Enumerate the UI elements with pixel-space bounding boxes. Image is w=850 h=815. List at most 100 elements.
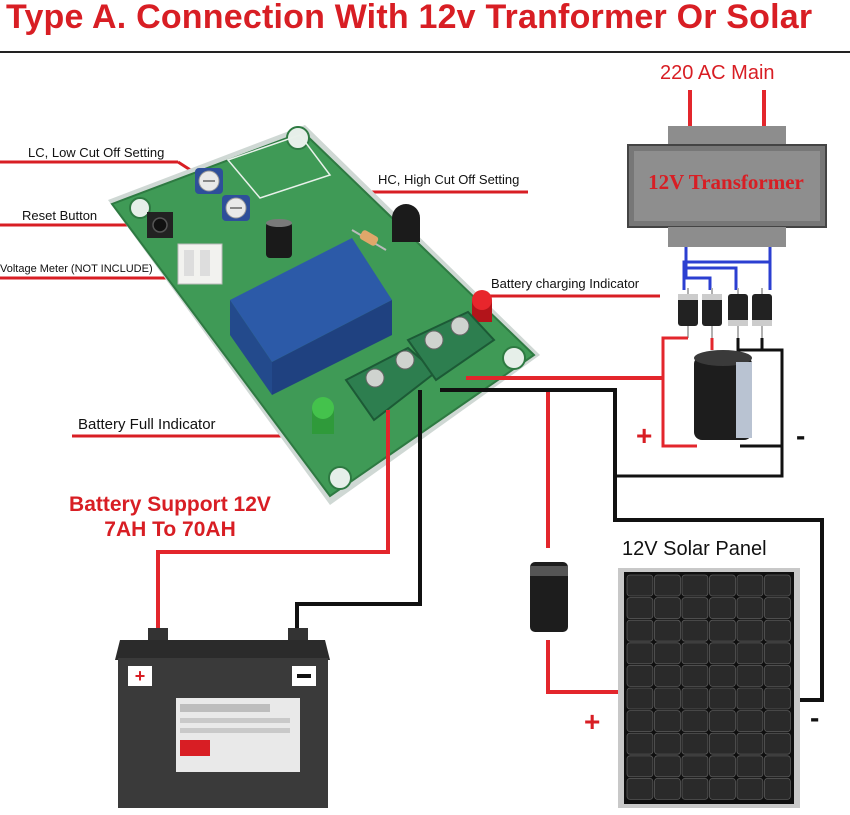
solar-cell: [709, 687, 736, 710]
solar-cell: [709, 710, 736, 732]
solar-diode-icon: [530, 562, 568, 632]
solar-cell: [764, 665, 791, 687]
diode-bridge: [678, 288, 772, 338]
solar-cell: [626, 665, 654, 687]
svg-text:+: +: [135, 666, 146, 686]
ac-main-label: 220 AC Main: [660, 62, 775, 84]
charging-indicator-label: Battery charging Indicator: [491, 276, 640, 291]
solar-cell: [764, 619, 791, 642]
solar-cell: [626, 732, 654, 755]
solar-cell: [654, 755, 681, 778]
solar-cell: [654, 710, 681, 732]
solar-cell: [736, 574, 764, 597]
capacitor-icon: [694, 350, 752, 440]
solar-cell: [626, 755, 654, 778]
solar-cell: [681, 687, 709, 710]
solar-cell: [736, 778, 764, 800]
solar-cell: [654, 665, 681, 687]
solar-panel-icon: [618, 568, 800, 808]
solar-cell: [709, 732, 736, 755]
solar-cell: [736, 732, 764, 755]
transformer-icon: [627, 90, 827, 247]
battery-support-text: Battery Support 12V 7AH To 70AH: [40, 492, 300, 542]
solar-cell: [736, 665, 764, 687]
solar-cell: [626, 642, 654, 665]
solar-cell: [626, 597, 654, 619]
solar-cell: [764, 574, 791, 597]
solar-cell: [764, 687, 791, 710]
solar-cell: [654, 642, 681, 665]
diode-icon: [702, 288, 722, 338]
transformer-label: 12V Transformer: [648, 170, 804, 194]
rectifier-wires: [615, 336, 784, 478]
voltage-meter-connector: [177, 243, 223, 285]
solar-cell: [654, 597, 681, 619]
transformer-secondary-wires: [682, 247, 772, 290]
small-capacitor: [266, 219, 292, 258]
solar-cell: [764, 710, 791, 732]
solar-cell: [626, 619, 654, 642]
solar-cell: [681, 755, 709, 778]
controller-pcb: [108, 125, 540, 505]
solar-cell: [764, 642, 791, 665]
battery-support-line2: 7AH To 70AH: [104, 518, 236, 541]
solar-cell: [654, 778, 681, 800]
solar-cell: [764, 732, 791, 755]
solar-cell: [626, 710, 654, 732]
diode-icon: [678, 288, 698, 338]
solar-cell: [681, 574, 709, 597]
diode-icon: [752, 288, 772, 338]
capacitor-minus-sign: -: [796, 420, 806, 451]
lc-potentiometer[interactable]: [195, 168, 223, 194]
battery-icon: +: [115, 628, 330, 808]
hc-setting-label: HC, High Cut Off Setting: [378, 172, 520, 187]
solar-cell: [681, 619, 709, 642]
lc-setting-label: LC, Low Cut Off Setting: [28, 145, 165, 160]
solar-cell: [709, 755, 736, 778]
battery-support-line1: Battery Support 12V: [69, 493, 271, 516]
solar-cell: [709, 619, 736, 642]
solar-cell: [654, 687, 681, 710]
solar-cell: [626, 574, 654, 597]
solar-cell: [654, 574, 681, 597]
solar-cell: [681, 597, 709, 619]
solar-minus-sign: -: [810, 702, 820, 733]
transistor: [392, 204, 420, 242]
solar-cell: [709, 597, 736, 619]
full-led-icon: [312, 397, 334, 434]
solar-panel-label: 12V Solar Panel: [622, 538, 767, 560]
solar-cell: [681, 778, 709, 800]
solar-cell: [736, 755, 764, 778]
solar-cell: [681, 642, 709, 665]
solar-cell: [764, 778, 791, 800]
solar-cell: [736, 642, 764, 665]
capacitor-plus-sign: +: [636, 420, 653, 451]
hc-potentiometer[interactable]: [222, 195, 250, 221]
solar-cell: [654, 619, 681, 642]
solar-cell: [764, 755, 791, 778]
solar-cell: [681, 665, 709, 687]
terminal-block-input: [406, 310, 496, 382]
full-indicator-label: Battery Full Indicator: [78, 416, 216, 433]
charging-input-wires: [440, 376, 824, 702]
solar-cell: [681, 710, 709, 732]
relay-icon: [230, 238, 392, 395]
solar-cell: [736, 597, 764, 619]
voltage-meter-label: Voltage Meter (NOT INCLUDE): [0, 263, 153, 275]
solar-cell: [709, 778, 736, 800]
solar-cell: [764, 597, 791, 619]
title-divider: [0, 51, 850, 53]
reset-button[interactable]: [147, 212, 173, 238]
battery-wires: [156, 390, 422, 640]
solar-cell: [736, 619, 764, 642]
solar-cell: [626, 778, 654, 800]
diode-icon: [728, 288, 748, 338]
solar-cell: [709, 665, 736, 687]
solar-plus-sign: +: [584, 706, 601, 737]
solar-cell: [736, 687, 764, 710]
solar-cell: [709, 642, 736, 665]
solar-cell: [681, 732, 709, 755]
reset-button-label: Reset Button: [22, 208, 98, 223]
diagram-title: Type A. Connection With 12v Tranformer O…: [6, 0, 813, 36]
